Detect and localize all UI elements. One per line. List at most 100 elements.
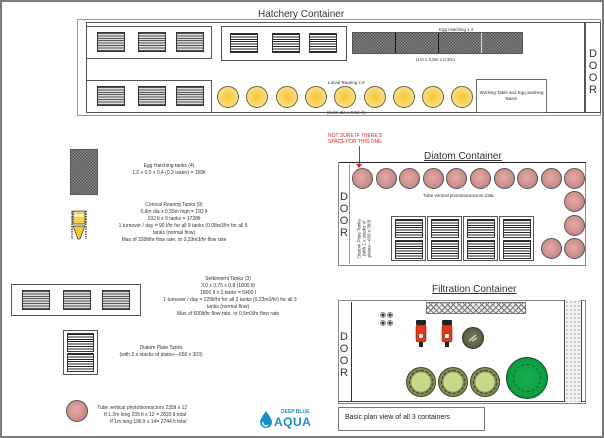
diatom-door[interactable]: D O O R	[338, 191, 350, 239]
tube-reactor	[399, 168, 421, 189]
settlement-legend-line1: Settlement Tanks (3)	[205, 276, 251, 282]
diatom-plate-legend-line1: Diatom Plate Tanks	[139, 345, 183, 351]
egg-hatching-dims: (1m x 0,5m x 0.3m)	[416, 57, 455, 62]
conical-legend-line2: 0,6m dia x 0,55m high = 192 lt	[140, 209, 208, 215]
egg-hatching-tanks	[352, 32, 523, 54]
plate-stack	[431, 219, 459, 238]
plate-stack	[395, 219, 423, 238]
filtration-door[interactable]: D O O R	[338, 331, 350, 379]
tube-reactor	[422, 168, 444, 189]
tube-reactor	[540, 168, 562, 189]
settlement-legend-line3: 1800 lt x 3 tanks = 5400 l	[200, 290, 256, 296]
space-note: NOT SURE IF THERE'S SPACE FOR THIS ONE	[328, 133, 382, 145]
pump-icon[interactable]	[415, 320, 427, 353]
valve-icon[interactable]	[380, 320, 386, 326]
settlement-legend-line2: 3.0 x 0,75 x 0.8 (1800 lt)	[201, 283, 255, 289]
diatom-top-wall	[339, 162, 586, 163]
tank-ring	[409, 370, 433, 394]
conical-tank-icon	[71, 210, 87, 240]
door-letter: O	[339, 355, 349, 367]
filtration-door-wall	[351, 302, 352, 402]
conical-legend-line1: Conical Rearing Tanks (9)	[145, 202, 203, 208]
conical-legend-line3: 192 lt x 9 tanks = 1728lt	[147, 216, 201, 222]
diatom-plate-legend-icon	[63, 330, 98, 375]
tank-outer-ring	[509, 360, 545, 396]
diatom-plate-tank	[463, 216, 498, 261]
tube-legend-line1: Tube vertical photobioreactors 235lt x 1…	[97, 405, 188, 411]
tank-ring	[441, 370, 465, 394]
tube-reactor	[375, 168, 397, 189]
settlement-tank	[63, 290, 91, 310]
logo-bottom-text: AQUA	[274, 415, 312, 429]
deep-blue-aqua-logo: DEEP BLUE AQUA	[259, 406, 315, 430]
biofilter-tank	[438, 367, 468, 397]
door-letter: R	[589, 84, 597, 96]
working-table-label: Working Table and Egg washing Basin	[479, 90, 544, 101]
tube-reactor	[446, 168, 468, 189]
settlement-legend-line4: 1 turnover / day = 225lt/hr for all 3 ta…	[163, 297, 297, 303]
logo-top-text: DEEP BLUE	[281, 409, 310, 415]
tank-divider	[395, 33, 396, 53]
valve-icon[interactable]	[380, 312, 386, 318]
filtration-title: Filtration Container	[432, 284, 517, 295]
settlement-tank	[176, 86, 204, 106]
space-note-line2: SPACE FOR THIS ONE	[328, 139, 382, 145]
working-table	[476, 79, 547, 113]
tank-divider	[438, 33, 439, 53]
plate-stack	[67, 353, 94, 372]
conical-legend-line5: tanks (normal flow)	[152, 230, 196, 236]
plate-stack	[467, 240, 495, 259]
settlement-tank	[102, 290, 130, 310]
filtration-bottom-wall	[339, 401, 585, 402]
hatchery-title: Hatchery Container	[258, 9, 345, 20]
biofilter-tank	[470, 367, 500, 397]
tube-reactor	[564, 191, 585, 212]
plate-stack	[395, 240, 423, 259]
door-letter: O	[339, 215, 349, 227]
settlement-tank	[22, 290, 50, 310]
settlement-tank	[176, 32, 204, 52]
diatom-door-wall	[349, 164, 350, 264]
arrow-head-icon	[356, 164, 362, 168]
door-letter: D	[589, 48, 597, 60]
large-green-tank	[506, 357, 548, 399]
valve-icon[interactable]	[387, 320, 393, 326]
settlement-tank	[138, 86, 166, 106]
valve-icon[interactable]	[387, 312, 393, 318]
filtration-outer-frame	[338, 300, 586, 404]
larval-rearing-tank	[304, 86, 327, 108]
tube-reactor	[541, 238, 562, 259]
diatom-plate-tank	[309, 33, 337, 53]
tube-reactor	[564, 168, 586, 189]
hatchery-door[interactable]: D O O R	[587, 48, 599, 96]
pump-icon[interactable]	[441, 320, 453, 353]
door-letter: R	[340, 367, 348, 379]
door-letter: O	[339, 203, 349, 215]
diatom-plate-label: Diatom Plate Tanks (with 2 x stacks of p…	[357, 209, 372, 261]
water-drop-icon	[260, 411, 272, 428]
tube-reactor	[352, 168, 373, 189]
caption-box	[338, 407, 485, 431]
egg-tank-legend-line1: Egg Hatching tanks (4)	[143, 163, 195, 169]
settlement-legend-line6: Max of 500lt/hr flow rate, or 0,5m3/hr f…	[177, 311, 279, 317]
conical-legend-line4: 1 turnover / day = 90 l/hr for all 9 tan…	[118, 223, 248, 229]
larval-rearing-label: Larval Rearing x 9	[328, 80, 365, 85]
diatom-plate-tank	[499, 216, 534, 261]
uv-steriliser-icon[interactable]	[462, 327, 484, 349]
door-letter: O	[588, 60, 598, 72]
space-note-line1: NOT SURE IF THERE'S	[328, 133, 383, 139]
larval-rearing-tank	[217, 86, 239, 108]
diatom-plate-tank	[391, 216, 426, 261]
tube-reactor	[470, 168, 491, 189]
egg-hatching-label: Egg Hatching x 4	[439, 27, 474, 32]
door-letter: O	[588, 72, 598, 84]
diatom-plate-label-line3: plates—650 x 303)	[366, 219, 372, 258]
settlement-tank	[97, 32, 125, 52]
egg-tank-legend-icon	[70, 149, 98, 195]
settlement-tank	[138, 32, 166, 52]
filter-rack	[564, 300, 582, 402]
larval-rearing-tank	[275, 86, 298, 108]
larval-rearing-tank	[246, 86, 269, 108]
door-letter: D	[340, 191, 348, 203]
